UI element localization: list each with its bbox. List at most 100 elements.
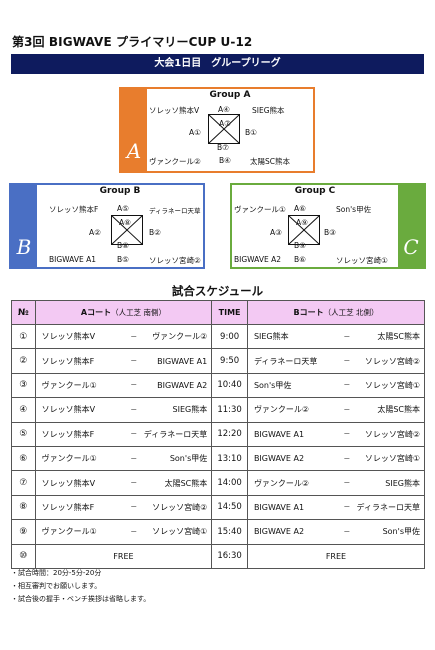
vs-mark: － xyxy=(339,372,355,399)
match-num: ④ xyxy=(11,397,36,423)
group-a-team-3: ヴァンクール② xyxy=(149,157,201,166)
match-time: 13:10 xyxy=(211,445,248,472)
match-num: ⑦ xyxy=(11,470,36,496)
group-a-match-left: A① xyxy=(189,128,201,137)
table-row: ④ ソレッソ熊本V － SIEG熊本 11:30 ヴァンクール② － 太陽SC熊… xyxy=(11,397,425,423)
group-b-team-3: BIGWAVE A1 xyxy=(49,255,96,264)
group-b-team-1: ソレッソ熊本F xyxy=(49,205,99,214)
a-court-team-2: ヴァンクール② xyxy=(141,323,213,350)
match-time: 9:50 xyxy=(211,348,248,374)
b-court-team-2: SIEG熊本 xyxy=(354,470,425,496)
schedule-table: № Aコート（人工芝 南側） TIME Bコート（人工芝 北側） ① ソレッソ熊… xyxy=(11,300,426,569)
match-num: ⑩ xyxy=(11,543,36,569)
match-time: 11:30 xyxy=(211,397,248,423)
match-num: ⑥ xyxy=(11,445,36,472)
match-num: ⑤ xyxy=(11,421,36,447)
group-c-match-inner-bottom: B⑨ xyxy=(294,241,306,250)
group-b-team-4: ソレッソ宮崎② xyxy=(149,256,201,265)
group-b-card: B Group B ソレッソ熊本F A⑤ ディラネーロ天草 A⑧ A② B② B… xyxy=(9,183,205,269)
vs-mark: － xyxy=(125,519,142,545)
match-num: ③ xyxy=(11,372,36,399)
b-court-team-1: BIGWAVE A2 xyxy=(246,445,339,472)
match-time: 9:00 xyxy=(211,323,248,350)
group-b-match-top: A⑤ xyxy=(117,204,129,213)
match-time: 16:30 xyxy=(211,543,248,569)
note-match-time: ・試合時間：20分-5分-20分 xyxy=(11,569,102,577)
group-c-match-left: A③ xyxy=(270,228,282,237)
b-court-team-1: ヴァンクール② xyxy=(246,470,339,496)
note-handshake: ・試合後の握手・ベンチ挨拶は省略します。 xyxy=(11,595,151,603)
match-num: ⑨ xyxy=(11,519,36,545)
b-court-team-2: Son's甲佐 xyxy=(354,519,425,545)
a-court-team-2: ソレッソ宮崎① xyxy=(141,519,213,545)
group-b-match-right: B② xyxy=(149,228,161,237)
b-court-team-1: BIGWAVE A2 xyxy=(246,519,339,545)
day-banner: 大会1日目 グループリーグ xyxy=(11,54,424,74)
match-time: 12:20 xyxy=(211,421,248,447)
a-court-team-1: ソレッソ熊本V xyxy=(34,323,126,350)
a-court-free: FREE xyxy=(34,543,213,569)
match-num: ① xyxy=(11,323,36,350)
group-c-match-top: A⑥ xyxy=(294,204,306,213)
group-a-match-bottom: B④ xyxy=(219,156,231,165)
group-c-team-3: BIGWAVE A2 xyxy=(234,255,281,264)
group-b-name: Group B xyxy=(99,186,141,196)
b-court-team-2: ディラネーロ天草 xyxy=(354,494,425,521)
group-a-match-inner-top: A⑦ xyxy=(219,119,231,128)
table-row-free: ⑩ FREE 16:30 FREE xyxy=(11,543,426,569)
header-b-court-label: Bコート xyxy=(293,308,324,317)
notes: ・試合時間：20分-5分-20分 ・相互審判でお願いします。 ・試合後の握手・ベ… xyxy=(11,567,150,606)
a-court-team-1: ソレッソ熊本V xyxy=(34,397,126,423)
b-court-team-1: ヴァンクール② xyxy=(246,397,339,423)
group-c-team-1: ヴァンクール① xyxy=(234,205,286,214)
group-b-team-2: ディラネーロ天草 xyxy=(149,207,201,215)
vs-mark: － xyxy=(339,494,355,521)
b-court-free: FREE xyxy=(246,543,426,569)
group-a-team-4: 太陽SC熊本 xyxy=(250,157,290,166)
group-b-match-inner-top: A⑧ xyxy=(119,218,131,227)
match-time: 14:00 xyxy=(211,470,248,496)
group-a-match-top: A④ xyxy=(218,105,230,114)
table-row: ③ ヴァンクール① － BIGWAVE A2 10:40 Son's甲佐 － ソ… xyxy=(11,372,425,399)
b-court-team-2: ソレッソ宮崎② xyxy=(354,348,425,374)
table-row: ⑤ ソレッソ熊本F － ディラネーロ天草 12:20 BIGWAVE A1 － … xyxy=(11,421,425,447)
header-a-court-label: Aコート xyxy=(80,308,112,317)
group-b-match-inner-bottom: B⑧ xyxy=(117,241,129,250)
group-a-match-right: B① xyxy=(245,128,257,137)
group-a-letter: A xyxy=(121,89,147,171)
vs-mark: － xyxy=(339,445,355,472)
vs-mark: － xyxy=(125,494,142,521)
table-row: ② ソレッソ熊本F － BIGWAVE A1 9:50 ディラネーロ天草 － ソ… xyxy=(11,348,425,374)
b-court-team-1: ディラネーロ天草 xyxy=(246,348,339,374)
a-court-team-2: SIEG熊本 xyxy=(141,397,213,423)
table-row: ⑨ ヴァンクール① － ソレッソ宮崎① 15:40 BIGWAVE A2 － S… xyxy=(11,519,425,545)
header-b-court: Bコート（人工芝 北側） xyxy=(246,300,426,325)
b-court-team-1: BIGWAVE A1 xyxy=(246,494,339,521)
a-court-team-1: ヴァンクール① xyxy=(34,519,126,545)
b-court-team-1: BIGWAVE A1 xyxy=(246,421,339,447)
match-num: ② xyxy=(11,348,36,374)
vs-mark: － xyxy=(339,470,355,496)
vs-mark: － xyxy=(125,372,142,399)
b-court-team-2: ソレッソ宮崎① xyxy=(354,445,425,472)
group-c-match-inner-top: A⑨ xyxy=(296,218,308,227)
table-row: ⑧ ソレッソ熊本F － ソレッソ宮崎② 14:50 BIGWAVE A1 － デ… xyxy=(11,494,425,521)
a-court-team-2: ディラネーロ天草 xyxy=(141,421,213,447)
match-num: ⑧ xyxy=(11,494,36,521)
group-c-match-bottom: B⑥ xyxy=(294,255,306,264)
header-num: № xyxy=(11,300,36,325)
group-a-card: A Group A ソレッソ熊本V A④ SIEG熊本 A⑦ A① B① B⑦ … xyxy=(119,87,315,173)
a-court-team-1: ヴァンクール① xyxy=(34,372,126,399)
a-court-team-1: ソレッソ熊本F xyxy=(34,421,126,447)
group-b-match-cross xyxy=(111,215,143,245)
vs-mark: － xyxy=(125,323,142,350)
vs-mark: － xyxy=(339,397,355,423)
a-court-team-2: BIGWAVE A2 xyxy=(141,372,213,399)
page-title: 第3回 BIGWAVE プライマリーCUP U-12 xyxy=(12,35,253,49)
vs-mark: － xyxy=(125,445,142,472)
b-court-team-2: ソレッソ宮崎① xyxy=(354,372,425,399)
group-b-match-left: A② xyxy=(89,228,101,237)
note-referee: ・相互審判でお願いします。 xyxy=(11,582,102,590)
header-a-court-note: （人工芝 南側） xyxy=(111,308,166,317)
group-c-match-right: B③ xyxy=(324,228,336,237)
